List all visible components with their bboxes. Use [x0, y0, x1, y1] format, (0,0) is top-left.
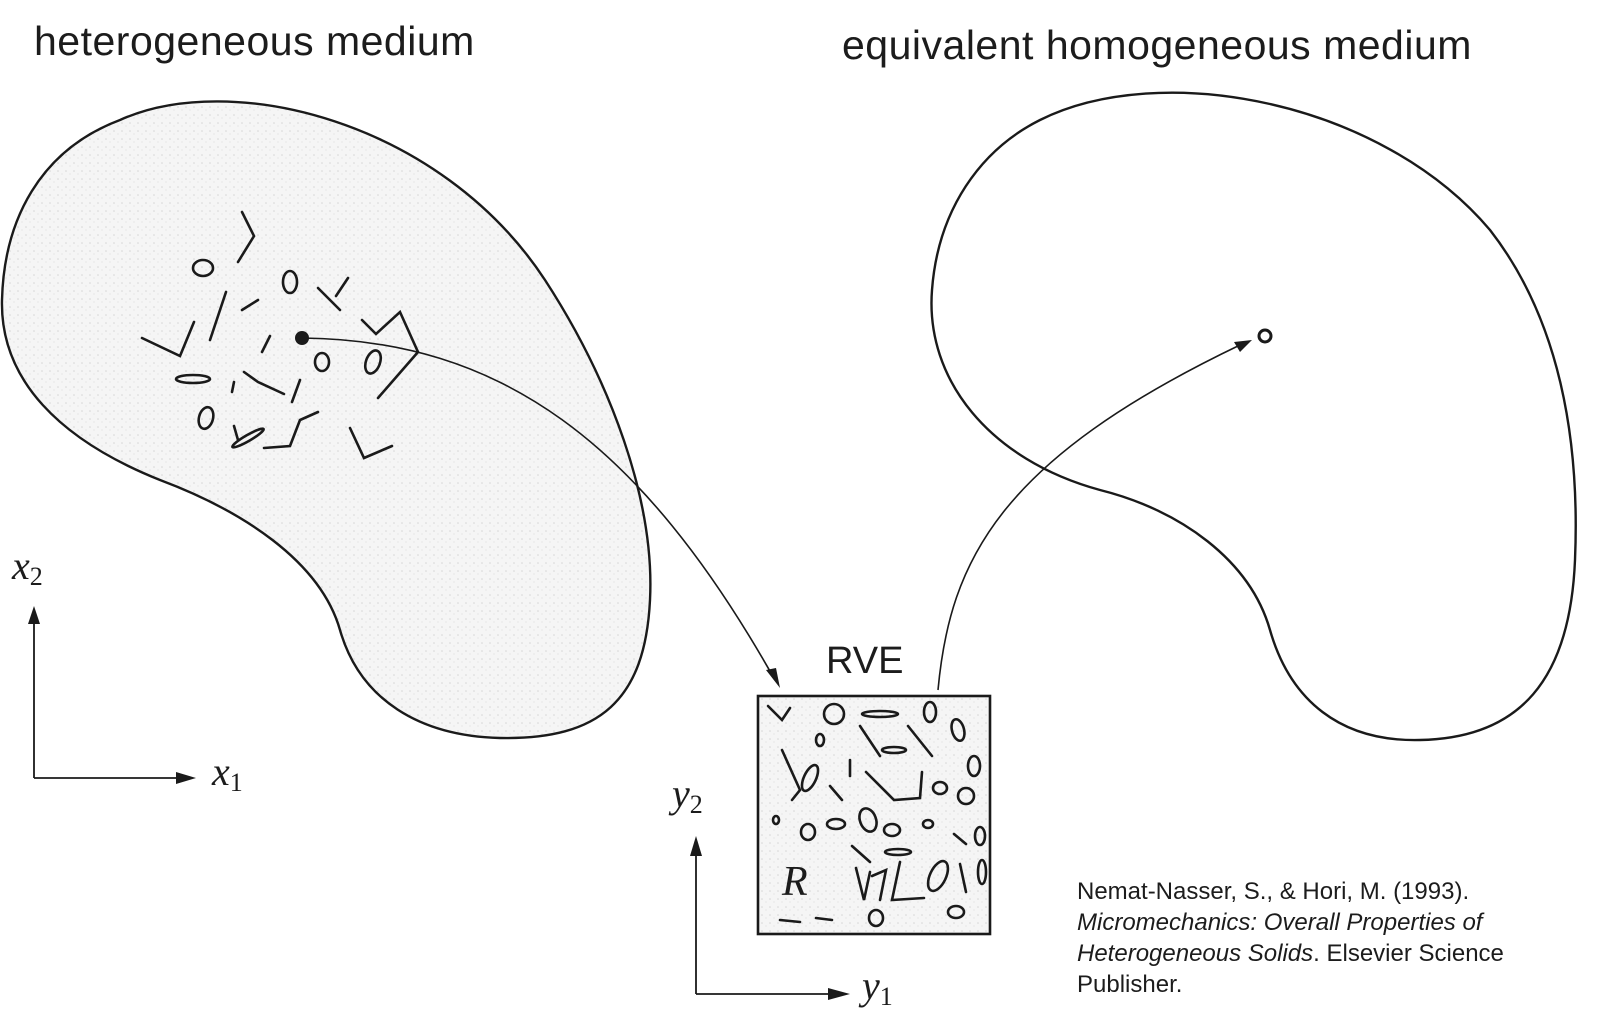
y2-axis-label: y2	[672, 770, 703, 820]
citation-authors: Nemat-Nasser, S., & Hori, M. (1993).	[1077, 878, 1470, 905]
homogeneous-body	[930, 91, 1577, 742]
citation-publisher: . Elsevier Science Publisher.	[1077, 940, 1504, 998]
y1-axis-label: y1	[862, 962, 893, 1012]
local-axes	[690, 836, 850, 1000]
x2-axis-label: x2	[12, 542, 43, 592]
inclusion-cluster	[140, 210, 420, 460]
x1-axis-label: x1	[212, 748, 243, 798]
point-homogeneous	[1257, 328, 1273, 344]
region-label: R	[782, 859, 808, 905]
y2-axis-symbol: y	[672, 771, 690, 816]
citation-title: Micromechanics: Overall Properties of He…	[1077, 909, 1483, 967]
heterogeneous-medium-heading: heterogeneous medium	[34, 18, 475, 64]
x1-axis-subscript: 1	[229, 768, 243, 797]
arrow-to-rve	[301, 337, 776, 681]
x1-axis-symbol: x	[212, 749, 230, 794]
rve-label: RVE	[826, 640, 904, 682]
arrow-to-rve-head	[766, 668, 780, 688]
citation: Nemat-Nasser, S., & Hori, M. (1993). Micr…	[1077, 876, 1577, 1000]
x2-axis-symbol: x	[12, 543, 30, 588]
arrow-to-homogeneous	[937, 344, 1241, 691]
x2-axis-subscript: 2	[29, 562, 43, 591]
y1-axis-subscript: 1	[879, 982, 893, 1011]
rve-inclusions	[766, 700, 988, 928]
homogeneous-medium-heading: equivalent homogeneous medium	[842, 22, 1472, 68]
global-axes	[28, 606, 196, 784]
y1-axis-symbol: y	[862, 963, 880, 1008]
y2-axis-subscript: 2	[689, 790, 703, 819]
arrow-to-homogeneous-head	[1234, 340, 1252, 352]
heterogeneous-body	[0, 100, 652, 740]
